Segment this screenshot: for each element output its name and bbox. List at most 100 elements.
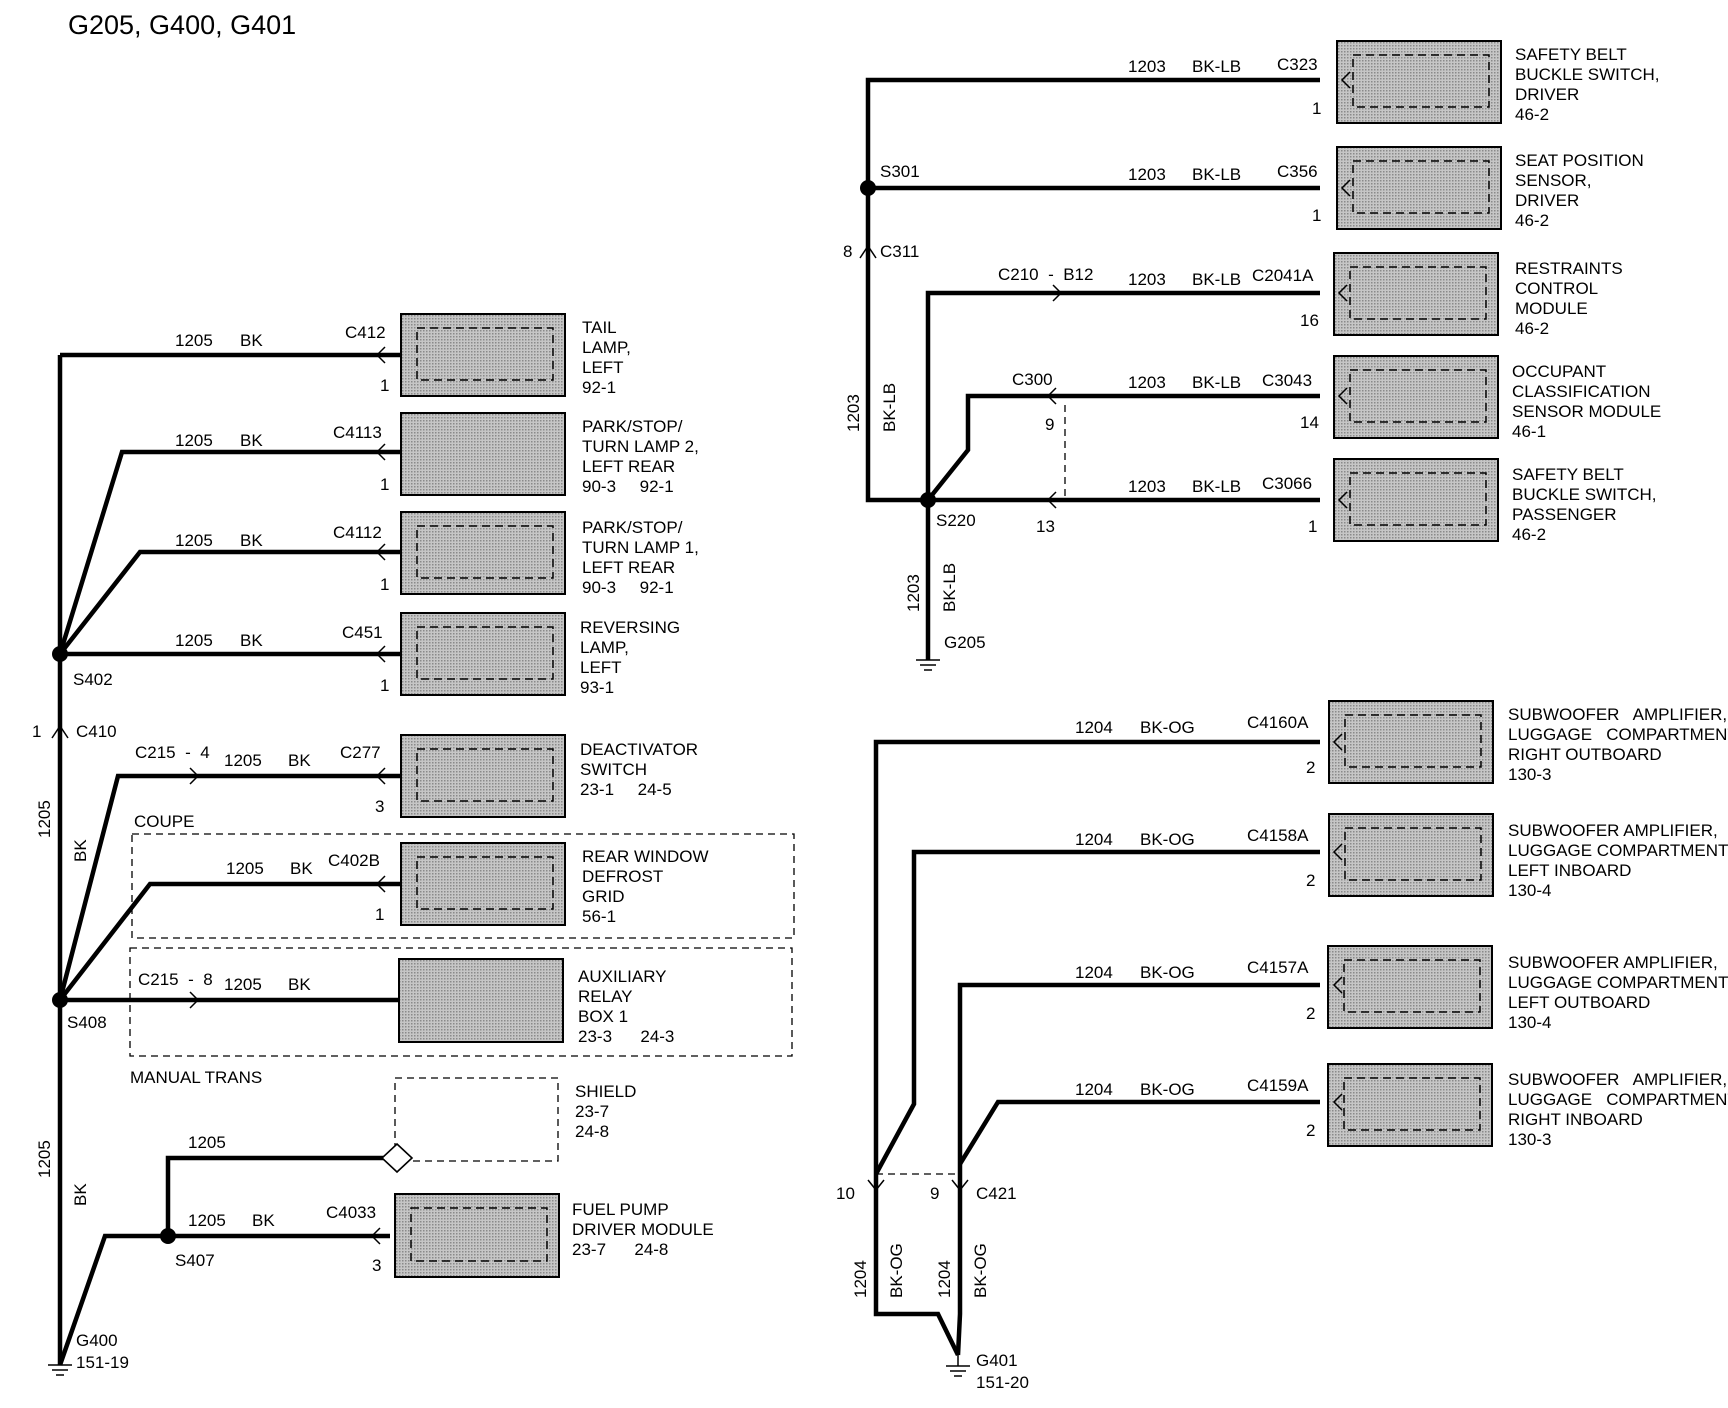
branch-sub-ri-connector: C4159A bbox=[1247, 1076, 1309, 1095]
defrost-name-line3: GRID bbox=[582, 887, 625, 906]
subwoofer-right-inboard-component bbox=[1327, 1063, 1493, 1147]
branch-safety-belt-driver: 1203 BK-LB C323 1 SAFETY BELT BUCKLE SWI… bbox=[1128, 40, 1660, 124]
manual-trans-option-box bbox=[129, 947, 793, 1057]
branch-shield: 1205 SHIELD 23-7 24-8 bbox=[188, 1077, 636, 1174]
branch-reversing-lamp: 1205 BK C451 1 REVERSING LAMP, LEFT 93-1 bbox=[175, 612, 680, 697]
tail-lamp-page-ref: 92-1 bbox=[582, 378, 616, 397]
branch-occupant-pin: 14 bbox=[1300, 413, 1319, 432]
belt-passenger-name-line1: SAFETY BELT bbox=[1512, 465, 1624, 484]
c311-label: C311 bbox=[880, 242, 919, 261]
occupant-name-line3: SENSOR MODULE bbox=[1512, 402, 1661, 421]
sub-li-name-line3: LEFT INBOARD bbox=[1508, 861, 1631, 880]
branch-sub-lo-wire-number: 1204 bbox=[1075, 963, 1113, 982]
branch-aux-wire-color: BK bbox=[288, 975, 311, 994]
seat-page-ref: 46-2 bbox=[1515, 211, 1549, 230]
reversing-page-ref: 93-1 bbox=[580, 678, 614, 697]
branch-sub-li-connector: C4158A bbox=[1247, 826, 1309, 845]
branch-deactivator-switch: C215 - 4 1205 BK C277 3 DEACTIVATOR SWIT… bbox=[135, 734, 698, 818]
ground-g400-label: G400 bbox=[76, 1331, 118, 1350]
reversing-lamp-component bbox=[400, 612, 566, 696]
deactivator-name-line1: DEACTIVATOR bbox=[580, 740, 698, 759]
branch-subwoofer-left-inboard: 1204 BK-OG C4158A 2 SUBWOOFER AMPLIFIER,… bbox=[1075, 813, 1728, 900]
splice-s220-label: S220 bbox=[936, 511, 976, 530]
branch-seat-connector: C356 bbox=[1277, 162, 1318, 181]
branch-belt-passenger-inline-pin: 13 bbox=[1036, 517, 1055, 536]
trunk-lower-wire-color: BK bbox=[71, 1183, 90, 1206]
leg-b-wire-number: 1204 bbox=[935, 1260, 954, 1298]
branch-park1-pin: 1 bbox=[380, 575, 389, 594]
fuel-pump-name-line2: DRIVER MODULE bbox=[572, 1220, 714, 1239]
c300-pin13-connector-icon bbox=[1046, 491, 1057, 509]
branch-sub-ro-wire-number: 1204 bbox=[1075, 718, 1113, 737]
c410-connector-icon bbox=[51, 724, 69, 739]
branch-deactivator-wire-number: 1205 bbox=[224, 751, 262, 770]
park1-name-line1: PARK/STOP/ bbox=[582, 518, 683, 537]
splice-s402 bbox=[52, 646, 68, 662]
branch-deactivator-pin: 3 bbox=[375, 797, 384, 816]
belt-passenger-page-ref: 46-2 bbox=[1512, 525, 1546, 544]
reversing-name-line2: LAMP, bbox=[580, 638, 629, 657]
branch-restraints-control-module: C210 - B12 1203 BK-LB C2041A 16 RESTRAIN… bbox=[998, 252, 1623, 338]
c421-label: C421 bbox=[976, 1184, 1017, 1203]
c215-4-connector-icon bbox=[189, 767, 200, 785]
branch-belt-passenger-wire-number: 1203 bbox=[1128, 477, 1166, 496]
branch-restraints-wire-number: 1203 bbox=[1128, 270, 1166, 289]
sub-lo-page-ref: 130-4 bbox=[1508, 1013, 1551, 1032]
ground-g400-ref: 151-19 bbox=[76, 1353, 129, 1372]
wire-rear-defrost bbox=[58, 881, 400, 1002]
sub-ri-name-line1: SUBWOOFER AMPLIFIER, bbox=[1508, 1070, 1727, 1089]
branch-park2-wire-number: 1205 bbox=[175, 431, 213, 450]
branch-park-stop-turn-lamp-2: 1205 BK C4113 1 PARK/STOP/ TURN LAMP 2, … bbox=[175, 412, 699, 496]
c215-8-connector-icon bbox=[189, 991, 200, 1009]
coupe-option-box bbox=[131, 833, 795, 939]
splice-s407 bbox=[160, 1228, 176, 1244]
sub-li-name-line1: SUBWOOFER AMPLIFIER, bbox=[1508, 821, 1718, 840]
wire-occupant-classification bbox=[926, 393, 1320, 502]
branch-belt-driver-wire-color: BK-LB bbox=[1192, 57, 1241, 76]
branch-restraints-inline-connector: C210 - B12 bbox=[998, 265, 1093, 284]
ground-wire-number: 1203 bbox=[904, 574, 923, 612]
branch-deactivator-wire-color: BK bbox=[288, 751, 311, 770]
sub-ri-name-line3: RIGHT INBOARD bbox=[1508, 1110, 1643, 1129]
tail-lamp-name-line2: LAMP, bbox=[582, 338, 631, 357]
deactivator-switch-component bbox=[400, 734, 566, 818]
c410-pin: 1 bbox=[32, 722, 41, 741]
wire-fuel-pump bbox=[57, 1233, 390, 1366]
belt-driver-name-line3: DRIVER bbox=[1515, 85, 1579, 104]
auxiliary-relay-box-component bbox=[398, 958, 564, 1043]
ground-wire-color: BK-LB bbox=[940, 563, 959, 612]
restraints-name-line2: CONTROL bbox=[1515, 279, 1598, 298]
branch-sub-ro-connector: C4160A bbox=[1247, 713, 1309, 732]
c421-pin-b: 9 bbox=[930, 1184, 939, 1203]
safety-belt-buckle-switch-driver-component bbox=[1336, 40, 1502, 124]
sub-ro-page-ref: 130-3 bbox=[1508, 765, 1551, 784]
branch-shield-wire-number: 1205 bbox=[188, 1133, 226, 1152]
c311-connector-icon bbox=[859, 244, 877, 259]
coupe-label: COUPE bbox=[134, 812, 194, 831]
diagram-title: G205, G400, G401 bbox=[68, 10, 296, 40]
occupant-name-line2: CLASSIFICATION bbox=[1512, 382, 1651, 401]
c210-connector-icon bbox=[1052, 284, 1063, 302]
ground-g401-label: G401 bbox=[976, 1351, 1018, 1370]
wire-restraints-module bbox=[925, 290, 1320, 500]
branch-park1-connector: C4112 bbox=[333, 523, 382, 542]
branch-sub-lo-pin: 2 bbox=[1306, 1004, 1315, 1023]
restraints-name-line3: MODULE bbox=[1515, 299, 1588, 318]
deactivator-name-line2: SWITCH bbox=[580, 760, 647, 779]
branch-park1-wire-color: BK bbox=[240, 531, 263, 550]
shield-name: SHIELD bbox=[575, 1082, 636, 1101]
sub-li-name-line2: LUGGAGE COMPARTMENT bbox=[1508, 841, 1728, 860]
belt-driver-name-line2: BUCKLE SWITCH, bbox=[1515, 65, 1660, 84]
trunk-1203-wire-color: BK-LB bbox=[880, 383, 899, 432]
branch-fuel-pump-connector: C4033 bbox=[326, 1203, 376, 1222]
branch-sub-ro-wire-color: BK-OG bbox=[1140, 718, 1195, 737]
defrost-name-line2: DEFROST bbox=[582, 867, 663, 886]
branch-reversing-connector: C451 bbox=[342, 623, 383, 642]
c421-pin-a: 10 bbox=[836, 1184, 855, 1203]
splice-s408-label: S408 bbox=[67, 1013, 107, 1032]
trunk-upper-wire-number: 1205 bbox=[35, 800, 54, 838]
park2-page-ref: 90-3 92-1 bbox=[582, 477, 674, 496]
splice-s301 bbox=[860, 180, 876, 196]
safety-belt-buckle-switch-passenger-component bbox=[1333, 458, 1499, 542]
branch-sub-ri-wire-number: 1204 bbox=[1075, 1080, 1113, 1099]
